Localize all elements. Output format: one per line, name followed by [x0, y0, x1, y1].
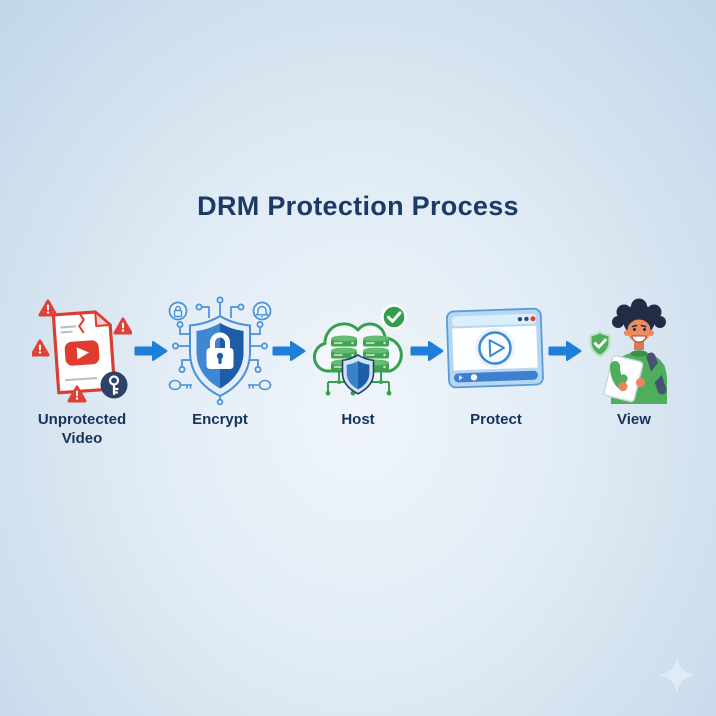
lock-chip-icon: [168, 301, 188, 321]
step-label-host: Host: [341, 411, 375, 428]
step-label-unprotected-video: Unprotected Video: [37, 411, 127, 447]
viewer-person-icon: [588, 298, 667, 404]
unprotected-video-icon: [32, 299, 132, 403]
hand: [617, 381, 628, 392]
check-badge-icon: [380, 304, 407, 330]
window-titlebar: [451, 313, 536, 327]
key-chip-icon: [168, 379, 272, 391]
step-protect: Protect: [436, 292, 556, 430]
circuit-traces: [172, 296, 268, 406]
flow-arrow-4: [548, 341, 582, 361]
page-title: DRM Protection Process: [197, 191, 519, 221]
flow-arrow-2: [272, 341, 306, 361]
padlock-icon: [206, 332, 234, 369]
step-label-protect: Protect: [470, 411, 522, 428]
sparkle-icon: [659, 657, 695, 693]
progress-handle: [470, 374, 478, 381]
window-close-dot-icon: [530, 316, 536, 322]
head: [611, 298, 666, 343]
step-label-view: View: [617, 411, 651, 428]
warning-triangle-icon: [32, 299, 132, 403]
key-badge-icon: [100, 371, 128, 399]
step-label-encrypt: Encrypt: [192, 411, 248, 428]
flow-arrow-3: [410, 341, 444, 361]
shield-icon: [341, 354, 374, 395]
window-dot-icon: [517, 316, 523, 322]
protected-player-icon: [446, 307, 544, 389]
process-flow: Unprotected Video: [0, 292, 716, 449]
neck: [633, 340, 644, 350]
smile: [631, 335, 646, 343]
step-host: Host: [298, 292, 418, 430]
window-dot-icon: [524, 316, 529, 322]
step-encrypt: Encrypt: [160, 292, 280, 430]
step-view: View: [574, 292, 694, 430]
hand: [635, 377, 645, 388]
cloud-host-icon: [312, 304, 407, 396]
shield-check-badge-icon: [588, 330, 611, 358]
encrypt-shield-icon: [168, 296, 272, 406]
step-unprotected-video: Unprotected Video: [22, 292, 142, 449]
bell-chip-icon: [252, 301, 272, 321]
flow-arrow-1: [134, 341, 168, 361]
